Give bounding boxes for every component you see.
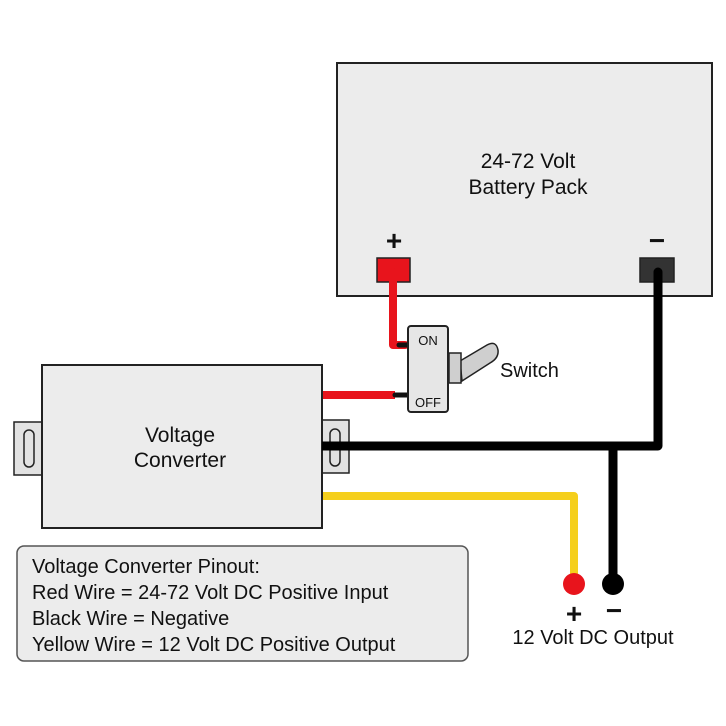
output-label: 12 Volt DC Output (512, 627, 674, 649)
wires (317, 267, 663, 588)
output-negative-symbol: − (606, 595, 622, 626)
pinout-legend: Voltage Converter Pinout: Red Wire = 24-… (16, 545, 469, 662)
switch-lever[interactable] (459, 342, 499, 383)
pinout-yellow-wire: Yellow Wire = 12 Volt DC Positive Output (32, 634, 396, 656)
voltage-converter: Voltage Converter (13, 364, 350, 529)
battery-body (336, 62, 713, 297)
battery-pack: 24-72 Volt Battery Pack + − (336, 62, 713, 297)
switch-on-label: ON (418, 333, 438, 348)
output-terminals: + − 12 Volt DC Output (512, 573, 674, 649)
switch-body (407, 325, 449, 413)
pinout-title: Voltage Converter Pinout: (32, 556, 260, 578)
converter-title-line1: Voltage (145, 424, 215, 447)
black-wire-battery-to-converter (317, 267, 663, 451)
switch-name-label: Switch (500, 360, 559, 382)
battery-negative-symbol: − (649, 225, 665, 256)
pinout-box (16, 545, 469, 662)
output-positive-symbol: + (566, 598, 582, 629)
left-mounting-slot-icon (23, 429, 35, 468)
yellow-wire-converter-to-output (318, 492, 578, 584)
toggle-switch[interactable]: ON OFF Switch (407, 325, 559, 413)
converter-left-mounting-tab (13, 421, 44, 476)
pinout-red-wire: Red Wire = 24-72 Volt DC Positive Input (32, 582, 389, 604)
pinout-black-wire: Black Wire = Negative (32, 608, 229, 630)
battery-title-line2: Battery Pack (468, 176, 588, 199)
battery-positive-symbol: + (386, 225, 402, 256)
output-negative-terminal (602, 573, 624, 595)
converter-title-line2: Converter (134, 449, 226, 472)
switch-collar (448, 352, 462, 384)
battery-title-line1: 24-72 Volt (481, 150, 576, 173)
switch-off-label: OFF (415, 395, 441, 410)
output-positive-terminal (563, 573, 585, 595)
